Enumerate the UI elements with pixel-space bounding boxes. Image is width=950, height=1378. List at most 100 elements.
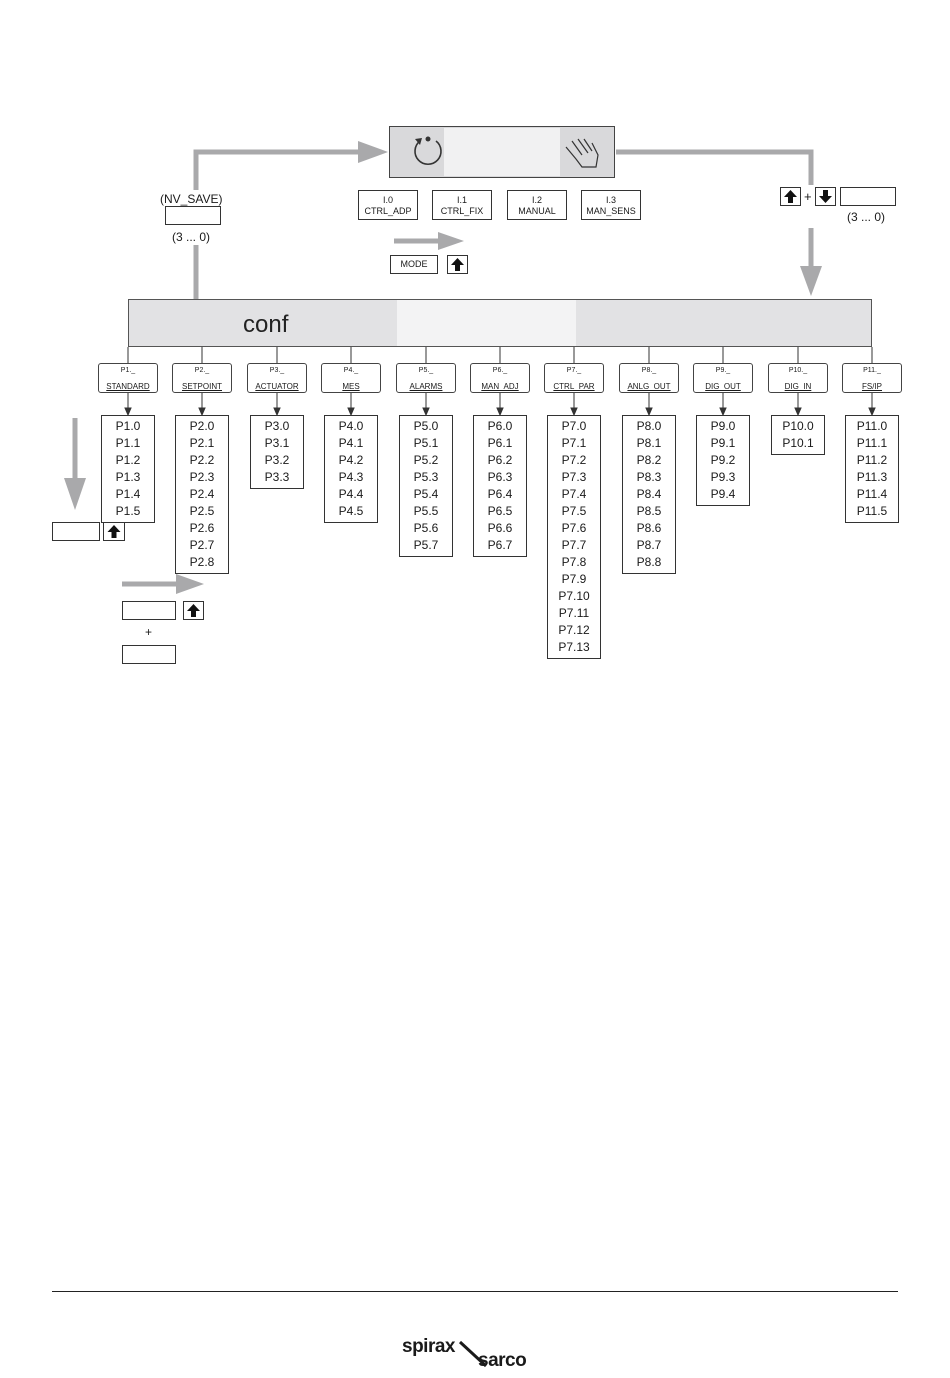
param-item[interactable]: P6.3 — [487, 470, 513, 484]
param-item[interactable]: P4.4 — [338, 487, 364, 501]
mode-man-sens[interactable]: I.3 MAN_SENS — [581, 190, 641, 220]
param-item[interactable]: P7.5 — [561, 504, 587, 518]
param-item[interactable]: P5.2 — [413, 453, 439, 467]
param-item[interactable]: P1.3 — [115, 470, 141, 484]
param-item[interactable]: P7.11 — [558, 606, 590, 620]
param-item[interactable]: P9.2 — [710, 453, 736, 467]
param-item[interactable]: P7.10 — [558, 589, 590, 603]
param-item[interactable]: P8.7 — [636, 538, 662, 552]
param-item[interactable]: P6.7 — [487, 538, 513, 552]
menu-header-7[interactable]: P7._CTRL_PAR — [544, 363, 604, 393]
param-item[interactable]: P2.3 — [189, 470, 215, 484]
param-item[interactable]: P9.3 — [710, 470, 736, 484]
param-item[interactable]: P6.6 — [487, 521, 513, 535]
param-item[interactable]: P7.1 — [561, 436, 587, 450]
param-item[interactable]: P6.2 — [487, 453, 513, 467]
param-item[interactable]: P9.1 — [710, 436, 736, 450]
param-item[interactable]: P11.3 — [856, 470, 888, 484]
param-item[interactable]: P8.4 — [636, 487, 662, 501]
param-item[interactable]: P4.2 — [338, 453, 364, 467]
param-item[interactable]: P7.2 — [561, 453, 587, 467]
menu-header-1[interactable]: P1._STANDARD — [98, 363, 158, 393]
param-item[interactable]: P6.4 — [487, 487, 513, 501]
param-item[interactable]: P8.0 — [636, 419, 662, 433]
param-item[interactable]: P7.3 — [561, 470, 587, 484]
menu-header-9[interactable]: P9._DIG_OUT — [693, 363, 753, 393]
menu-code: P1._ — [120, 367, 136, 374]
param-item[interactable]: P7.6 — [561, 521, 587, 535]
param-item[interactable]: P5.6 — [413, 521, 439, 535]
param-item[interactable]: P7.13 — [558, 640, 590, 654]
param-item[interactable]: P11.2 — [856, 453, 888, 467]
param-item[interactable]: P3.0 — [264, 419, 290, 433]
param-item[interactable]: P1.5 — [115, 504, 141, 518]
param-item[interactable]: P4.3 — [338, 470, 364, 484]
param-item[interactable]: P8.3 — [636, 470, 662, 484]
param-item[interactable]: P5.1 — [413, 436, 439, 450]
param-item[interactable]: P5.7 — [413, 538, 439, 552]
mode-ctrl-adp[interactable]: I.0 CTRL_ADP — [358, 190, 418, 220]
mode-ctrl-fix[interactable]: I.1 CTRL_FIX — [432, 190, 492, 220]
param-item[interactable]: P1.4 — [115, 487, 141, 501]
param-item[interactable]: P3.2 — [264, 453, 290, 467]
param-item[interactable]: P10.0 — [782, 419, 814, 433]
param-item[interactable]: P9.0 — [710, 419, 736, 433]
menu-header-8[interactable]: P8._ANLG_OUT — [619, 363, 679, 393]
param-item[interactable]: P8.6 — [636, 521, 662, 535]
param-item[interactable]: P5.3 — [413, 470, 439, 484]
param-item[interactable]: P2.5 — [189, 504, 215, 518]
param-item[interactable]: P1.1 — [115, 436, 141, 450]
param-item[interactable]: P4.0 — [338, 419, 364, 433]
menu-header-5[interactable]: P5._ALARMS — [396, 363, 456, 393]
param-item[interactable]: P4.1 — [338, 436, 364, 450]
mode-button[interactable]: MODE — [390, 255, 438, 274]
param-item[interactable]: P7.8 — [561, 555, 587, 569]
menu-header-6[interactable]: P6._MAN_ADJ — [470, 363, 530, 393]
up-key-bottom[interactable] — [183, 601, 204, 620]
param-item[interactable]: P2.6 — [189, 521, 215, 535]
param-item[interactable]: P10.1 — [782, 436, 814, 450]
up-key-right[interactable] — [780, 187, 801, 206]
menu-header-4[interactable]: P4._MES — [321, 363, 381, 393]
param-item[interactable]: P1.0 — [115, 419, 141, 433]
param-item[interactable]: P11.5 — [856, 504, 888, 518]
param-item[interactable]: P1.2 — [115, 453, 141, 467]
param-item[interactable]: P4.5 — [338, 504, 364, 518]
menu-header-3[interactable]: P3._ACTUATOR — [247, 363, 307, 393]
nv-save-display — [165, 206, 221, 225]
param-item[interactable]: P9.4 — [710, 487, 736, 501]
param-item[interactable]: P2.4 — [189, 487, 215, 501]
param-item[interactable]: P2.0 — [189, 419, 215, 433]
param-item[interactable]: P8.8 — [636, 555, 662, 569]
mode-manual[interactable]: I.2 MANUAL — [507, 190, 567, 220]
param-item[interactable]: P7.12 — [558, 623, 590, 637]
menu-header-11[interactable]: P11._FS/IP — [842, 363, 902, 393]
param-item[interactable]: P7.9 — [561, 572, 587, 586]
up-key[interactable] — [447, 255, 468, 274]
param-item[interactable]: P6.5 — [487, 504, 513, 518]
param-item[interactable]: P2.1 — [189, 436, 215, 450]
param-item[interactable]: P2.7 — [189, 538, 215, 552]
param-item[interactable]: P7.0 — [561, 419, 587, 433]
param-item[interactable]: P2.2 — [189, 453, 215, 467]
param-item[interactable]: P8.1 — [636, 436, 662, 450]
param-item[interactable]: P11.0 — [856, 419, 888, 433]
down-key-right[interactable] — [815, 187, 836, 206]
param-item[interactable]: P5.0 — [413, 419, 439, 433]
param-item[interactable]: P2.8 — [189, 555, 215, 569]
param-item[interactable]: P7.7 — [561, 538, 587, 552]
param-item[interactable]: P11.4 — [856, 487, 888, 501]
param-item[interactable]: P8.5 — [636, 504, 662, 518]
param-item[interactable]: P6.0 — [487, 419, 513, 433]
param-item[interactable]: P11.1 — [856, 436, 888, 450]
param-item[interactable]: P3.1 — [264, 436, 290, 450]
menu-header-2[interactable]: P2._SETPOINT — [172, 363, 232, 393]
param-item[interactable]: P7.4 — [561, 487, 587, 501]
menu-header-10[interactable]: P10._DIG_IN — [768, 363, 828, 393]
up-key-left[interactable] — [103, 522, 125, 541]
param-item[interactable]: P3.3 — [264, 470, 290, 484]
param-item[interactable]: P6.1 — [487, 436, 513, 450]
param-item[interactable]: P5.4 — [413, 487, 439, 501]
param-item[interactable]: P5.5 — [413, 504, 439, 518]
param-item[interactable]: P8.2 — [636, 453, 662, 467]
